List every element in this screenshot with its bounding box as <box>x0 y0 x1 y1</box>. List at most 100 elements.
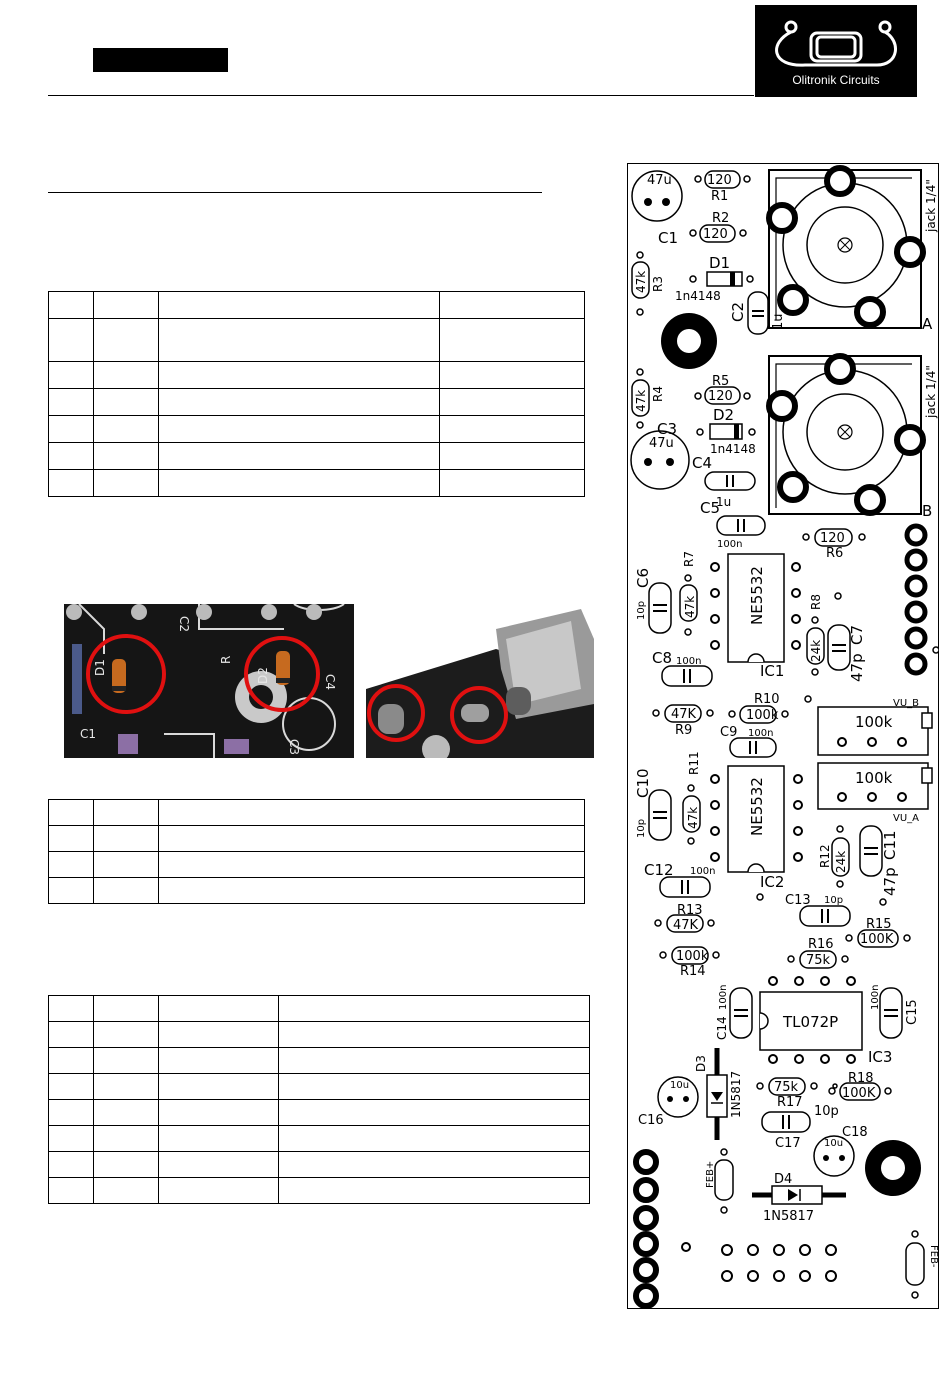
table-row <box>48 361 585 389</box>
label-c17: C17 <box>775 1136 801 1151</box>
label-d1-value: 1n4148 <box>675 289 721 303</box>
label-c10-value: 10p <box>636 819 647 838</box>
label-c17-value: 10p <box>814 1104 839 1119</box>
label-vu-b: VU_B <box>893 698 919 709</box>
label-r14-value: 100k <box>676 949 709 964</box>
table-row <box>48 1021 591 1048</box>
label-ic3: IC3 <box>868 1048 892 1066</box>
c1-outline <box>631 170 683 222</box>
label-r18: R18 <box>848 1071 874 1086</box>
label-r8: R8 <box>809 594 823 610</box>
label-r8-value: 24k <box>809 640 823 662</box>
redacted-title <box>93 48 228 72</box>
photo-diodes-top-view: C1 D1 C2 R D2 C4 C3 <box>64 604 354 758</box>
label-r12: R12 <box>818 844 832 868</box>
logo-text: Olitronik Circuits <box>792 73 880 87</box>
label-feb-minus: FEB- <box>928 1245 939 1268</box>
label-output-b: B <box>922 502 932 520</box>
table-row <box>48 1099 591 1126</box>
label-ic1-part: NE5532 <box>748 566 766 625</box>
label-c4-value: 1u <box>716 495 731 509</box>
label-r2: R2 <box>712 211 729 226</box>
label-c14-value: 100n <box>718 985 729 1010</box>
label-r4-value: 47k <box>634 390 648 412</box>
label-c4: C4 <box>692 454 712 472</box>
label-r9-value: 47K <box>671 707 697 722</box>
photo-label-c1: C1 <box>80 727 96 741</box>
label-r13-value: 47K <box>673 918 699 933</box>
table-row <box>48 825 586 852</box>
table-row <box>48 1073 591 1100</box>
label-d1: D1 <box>709 254 730 272</box>
table-row <box>48 469 585 497</box>
photo-label-c4: C4 <box>323 674 337 690</box>
pcb-silkscreen: 47u 120 R1 R2 120 C1 47k R3 D1 1n4148 C2… <box>627 163 940 1309</box>
photo-label-d1: D1 <box>93 659 107 676</box>
label-r7: R7 <box>682 551 696 567</box>
table-row <box>48 442 585 470</box>
label-c9-value: 100n <box>748 728 773 739</box>
label-c18-value: 10u <box>824 1138 843 1149</box>
header-divider <box>48 95 754 96</box>
label-c7: C7 <box>848 625 866 645</box>
label-ic1: IC1 <box>760 662 784 680</box>
label-r13: R13 <box>677 903 703 918</box>
table-row <box>48 1047 591 1074</box>
label-c11-value: 47p <box>881 867 899 896</box>
label-r17-value: 75k <box>774 1080 799 1095</box>
table-row <box>48 877 586 904</box>
label-c11: C11 <box>881 830 899 860</box>
label-r10: R10 <box>754 692 780 707</box>
olitronik-logo: Olitronik Circuits <box>755 5 917 97</box>
label-r2-value: 120 <box>703 227 728 242</box>
label-d3: D3 <box>694 1055 708 1072</box>
label-d2-value: 1n4148 <box>710 442 756 456</box>
label-r11: R11 <box>687 751 701 775</box>
label-c8-value: 100n <box>676 656 701 667</box>
label-c16-value: 10u <box>670 1080 689 1091</box>
parts-table-3 <box>48 995 591 1204</box>
photo-label-c3: C3 <box>287 739 301 755</box>
label-r18-value: 100K <box>842 1086 876 1101</box>
label-c1: C1 <box>658 229 678 247</box>
pcb-layout-diagram: 47u 120 R1 R2 120 C1 47k R3 D1 1n4148 C2… <box>627 163 940 1309</box>
label-c2: C2 <box>729 302 747 322</box>
label-ic2-part: NE5532 <box>748 777 766 836</box>
label-c15-value: 100n <box>870 985 881 1010</box>
label-c2-value: 1u <box>771 313 786 330</box>
label-d4-value: 1N5817 <box>763 1209 814 1224</box>
label-c12: C12 <box>644 861 674 879</box>
table-row <box>48 415 585 443</box>
label-c15: C15 <box>905 999 920 1025</box>
photo-label-r: R <box>219 656 233 664</box>
label-r15-value: 100K <box>860 932 894 947</box>
label-c18: C18 <box>842 1125 868 1140</box>
table-row <box>48 1125 591 1152</box>
label-c6: C6 <box>634 568 652 588</box>
label-c14: C14 <box>715 1016 729 1040</box>
table-row <box>48 995 591 1022</box>
parts-table-1 <box>48 291 585 497</box>
table-row <box>48 318 585 362</box>
label-c13: C13 <box>785 893 811 908</box>
label-r14: R14 <box>680 964 706 979</box>
label-c8: C8 <box>652 649 672 667</box>
table-row <box>48 291 585 319</box>
label-ic2: IC2 <box>760 873 784 891</box>
label-vu-a: VU_A <box>893 813 919 824</box>
label-r7-value: 47k <box>683 596 697 618</box>
label-c13-value: 10p <box>824 895 843 906</box>
photo-label-d2: D2 <box>256 667 270 684</box>
label-r16-value: 75k <box>806 953 831 968</box>
label-jack-a: jack 1/4" <box>924 179 938 233</box>
label-r9: R9 <box>675 723 692 738</box>
label-c3-value: 47u <box>649 436 674 451</box>
label-r16: R16 <box>808 937 834 952</box>
logo-circuit-graphic <box>775 20 897 67</box>
label-ic3-part: TL072P <box>782 1013 838 1031</box>
label-d3-value: 1N5817 <box>729 1071 743 1118</box>
label-r17: R17 <box>777 1095 803 1110</box>
label-r11-value: 47k <box>686 807 700 829</box>
label-c6-value: 10p <box>636 601 647 620</box>
label-c5: C5 <box>700 499 720 517</box>
